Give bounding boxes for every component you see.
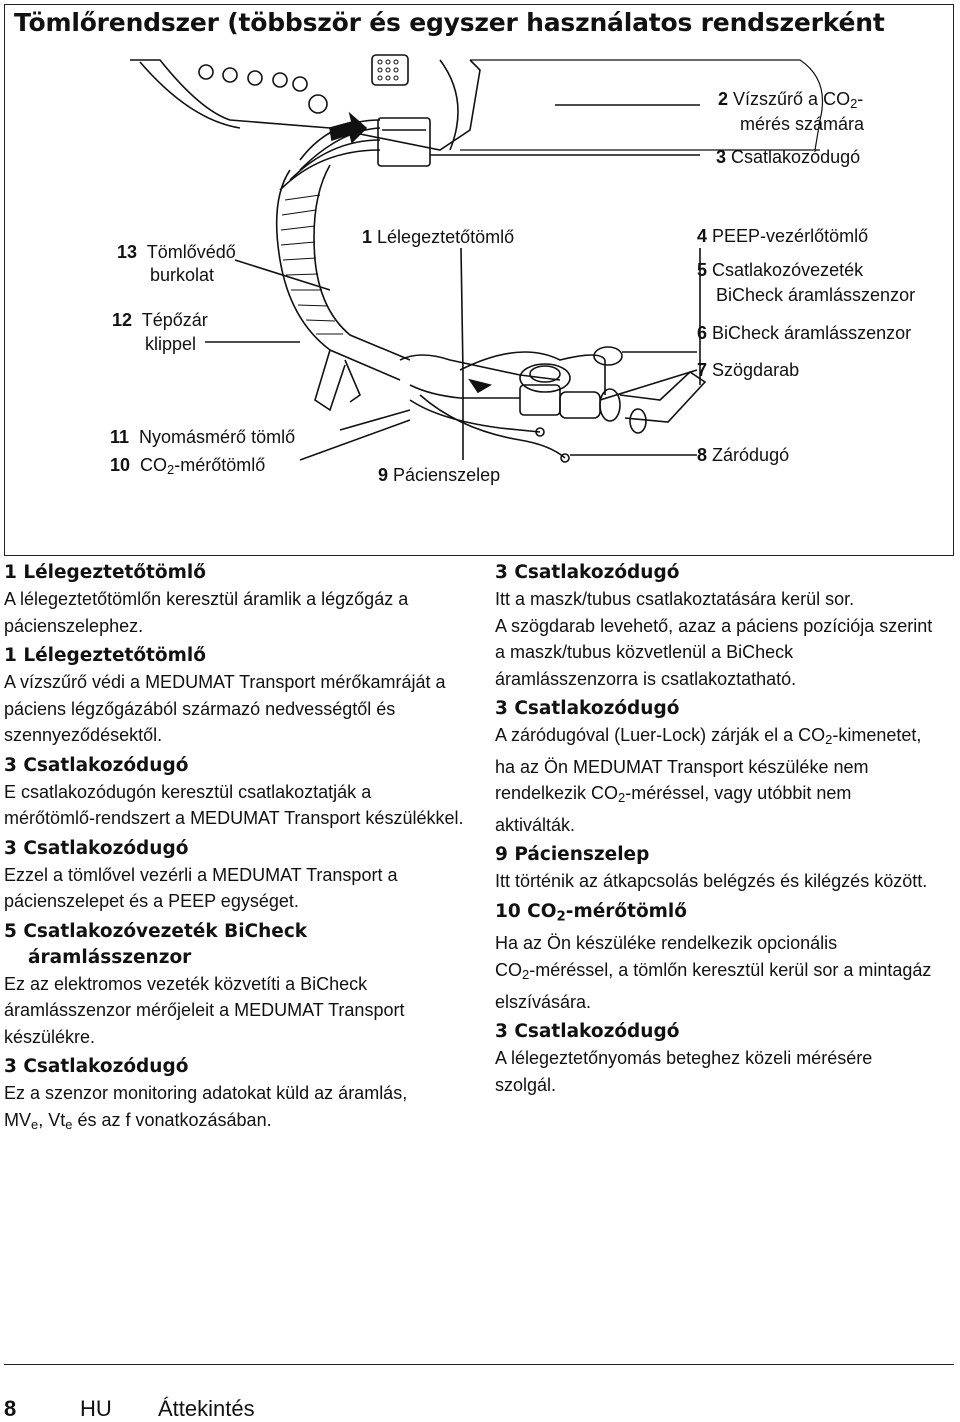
label-pressure-hose: 11 Nyomásmérő tömlő [110, 427, 296, 447]
section-heading-cont: áramlásszenzor [28, 946, 192, 968]
page-number: 8 [4, 1396, 17, 1421]
section-text: Itt a maszk/tubus csatlakoztatására kerü… [495, 589, 855, 609]
label-patient-valve: 9 Pácienszelep [378, 465, 501, 485]
label-co2-hose: 10 CO2-mérőtömlő [110, 455, 266, 478]
label-water-filter: 2 Vízszűrő a CO2- [718, 89, 864, 112]
label-hose-cover-line2: burkolat [150, 265, 215, 285]
label-hose-cover: 13 Tömlővédő [117, 242, 236, 262]
label-connection-cable: 5 Csatlakozóvezeték [697, 260, 864, 280]
footer-divider [4, 1364, 954, 1365]
right-column: 3 Csatlakozódugó Itt a maszk/tubus csatl… [495, 560, 935, 1098]
label-closing-plug: 8 Záródugó [697, 445, 790, 465]
section-heading: 1 Lélegeztetőtömlő [4, 645, 206, 666]
section-heading: 3 Csatlakozódugó [495, 698, 680, 719]
section-text: Ezzel a tömlővel vezérli a MEDUMAT Trans… [4, 864, 398, 912]
section-heading: 1 Lélegeztetőtömlő [4, 562, 206, 583]
section-text: A záródugóval (Luer-Lock) zárják el a CO… [495, 725, 922, 835]
section-heading: 3 Csatlakozódugó [4, 1056, 189, 1077]
label-connection-cable-line2: BiCheck áramlásszenzor [716, 285, 916, 305]
label-peep-hose: 4 PEEP-vezérlőtömlő [697, 226, 869, 246]
label-flow-sensor: 6 BiCheck áramlásszenzor [697, 323, 912, 343]
label-velcro-line2: klippel [145, 334, 197, 354]
section-heading: 3 Csatlakozódugó [4, 837, 189, 859]
left-column: 1 Lélegeztetőtömlő A lélegeztetőtömlőn k… [4, 560, 464, 1138]
label-water-filter-line2: mérés számára [740, 114, 865, 134]
section-heading: 10 CO2-mérőtömlő [495, 900, 687, 925]
section-text: Ez a szenzor monitoring adatokat küld az… [4, 1083, 408, 1132]
section-name: Áttekintés [158, 1396, 255, 1421]
section-text: A lélegeztetőtömlőn keresztül áramlik a … [4, 589, 409, 636]
tube-system-illustration [130, 54, 824, 463]
section-text: Ha az Ön készüléke rendelkezik opcionáli… [495, 933, 932, 1012]
section-text: A szögdarab levehető, azaz a páciens poz… [495, 615, 933, 689]
label-breathing-hose: 1 Lélegeztetőtömlő [362, 227, 515, 247]
section-heading: 3 Csatlakozódugó [4, 754, 189, 776]
label-connector-plug: 3 Csatlakozódugó [716, 147, 861, 167]
section-heading: 3 Csatlakozódugó [495, 1021, 680, 1043]
section-heading: 9 Pácienszelep [495, 844, 650, 866]
section-text: A lélegeztetőnyomás beteghez közeli méré… [495, 1048, 873, 1095]
section-text: A vízszűrő védi a MEDUMAT Transport mérő… [4, 672, 446, 745]
section-text: Ez az elektromos vezeték közvetíti a BiC… [4, 973, 405, 1047]
section-heading: 5 Csatlakozóvezeték BiCheck [4, 920, 308, 942]
page-title: Tömlőrendszer (többször és egyszer haszn… [14, 8, 885, 37]
language-code: HU [80, 1396, 112, 1421]
section-heading: 3 Csatlakozódugó [495, 562, 680, 583]
label-angle-piece: 7 Szögdarab [697, 360, 800, 380]
figure-frame [4, 4, 954, 556]
section-text: E csatlakozódugón keresztül csatlakoztat… [4, 781, 464, 829]
section-text: Itt történik az átkapcsolás belégzés és … [495, 871, 928, 892]
label-velcro: 12 Tépőzár [112, 310, 208, 330]
